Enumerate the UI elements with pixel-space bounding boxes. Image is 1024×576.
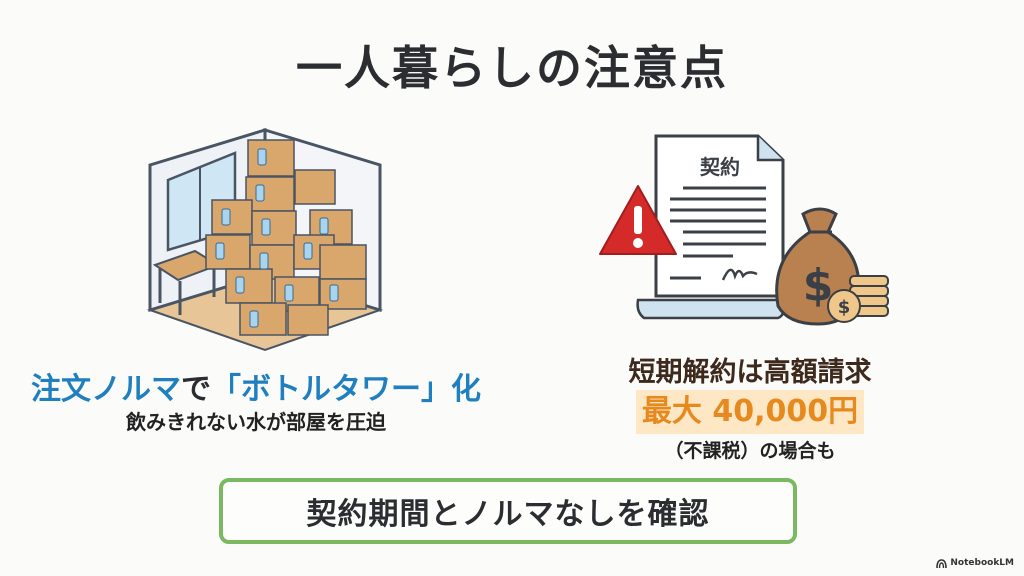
- right-headline: 短期解約は高額請求: [628, 357, 872, 388]
- warning-icon: [599, 185, 677, 255]
- notebooklm-watermark: NotebookLM: [936, 558, 1014, 568]
- coin-stack-icon: $: [827, 275, 889, 323]
- svg-text:契約: 契約: [699, 155, 740, 179]
- left-headline: 注文ノルマで「ボトルタワー」化: [31, 372, 481, 407]
- slide-title: 一人暮らしの注意点: [296, 41, 728, 95]
- left-subtext: 飲みきれない水が部屋を圧迫: [126, 410, 386, 434]
- conclusion-callout-box: 契約期間とノルマなしを確認: [219, 478, 797, 544]
- cardboard-box-stack: [205, 139, 367, 336]
- water-bottle-icons: [215, 148, 339, 328]
- svg-text:$: $: [838, 297, 851, 318]
- right-note: （不課税）の場合も: [664, 440, 836, 462]
- penalty-amount-highlight: 最大 40,000円: [635, 390, 865, 434]
- contract-document-icon: 契約: [636, 134, 785, 320]
- contract-penalty-illustration: 契約 $ $: [599, 134, 889, 326]
- notebooklm-logo-icon: [936, 558, 948, 568]
- room-boxes-illustration: [146, 127, 384, 352]
